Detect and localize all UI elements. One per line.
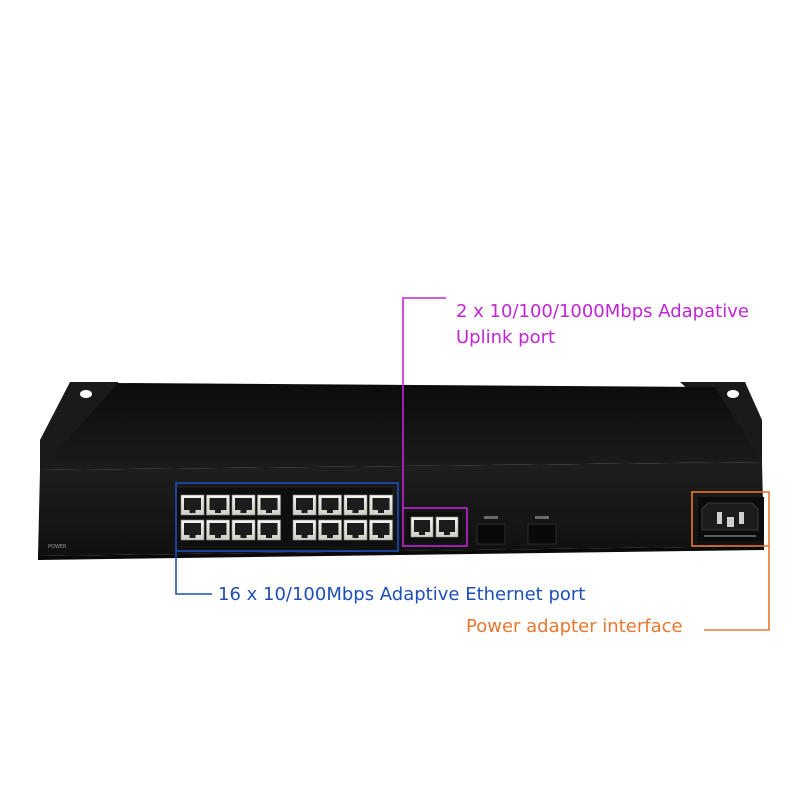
ethernet-annotation-label: 16 x 10/100Mbps Adaptive Ethernet port [218,584,586,605]
ethernet-port-16-socket [372,523,390,535]
svg-text:POWER: POWER [48,544,67,550]
uplink-annotation-box [402,507,468,547]
power-annotation-box [691,491,770,547]
uplink-annotation-label: 2 x 10/100/1000Mbps Adapative Uplink por… [456,299,749,351]
right-rack-ear [680,382,762,462]
ethernet-port-12-socket [260,523,278,535]
uplink-ports [410,516,459,538]
uplink-annotation-line1: 2 x 10/100/1000Mbps Adapative [456,301,749,322]
ethernet-port-5-socket [296,498,313,510]
ethernet-port-7-socket [347,498,364,510]
left-ear-hole [80,390,92,398]
ethernet-port-9-socket [184,523,201,535]
right-ear-hole [727,390,739,398]
uplink-annotation-line2: Uplink port [456,327,556,348]
ethernet-leader-line [175,551,212,595]
ethernet-annotation-box [175,482,399,552]
ethernet-port-15-socket [347,523,364,535]
chassis-top [40,383,762,470]
ethernet-port-2-socket [209,498,227,510]
ethernet-port-8-socket [372,498,390,510]
power-annotation-label: Power adapter interface [466,616,683,637]
ethernet-port-14-socket [321,523,339,535]
ethernet-port-6-socket [321,498,339,510]
ethernet-port-1-socket [184,498,201,510]
ethernet-port-10-socket [209,523,227,535]
uplink-leader-line [402,297,446,508]
fiber-slot-2 [527,523,557,545]
chassis-front [38,462,764,556]
fiber-slot-1 [476,523,506,545]
left-rack-ear [40,382,118,470]
ethernet-ports [180,494,393,541]
ethernet-port-4-socket [260,498,278,510]
uplink-port-1-socket [414,520,430,532]
ethernet-port-3-socket [235,498,252,510]
ethernet-port-11-socket [235,523,252,535]
power-leader-line [704,546,770,631]
ethernet-port-13-socket [296,523,313,535]
uplink-port-2-socket [439,520,455,532]
